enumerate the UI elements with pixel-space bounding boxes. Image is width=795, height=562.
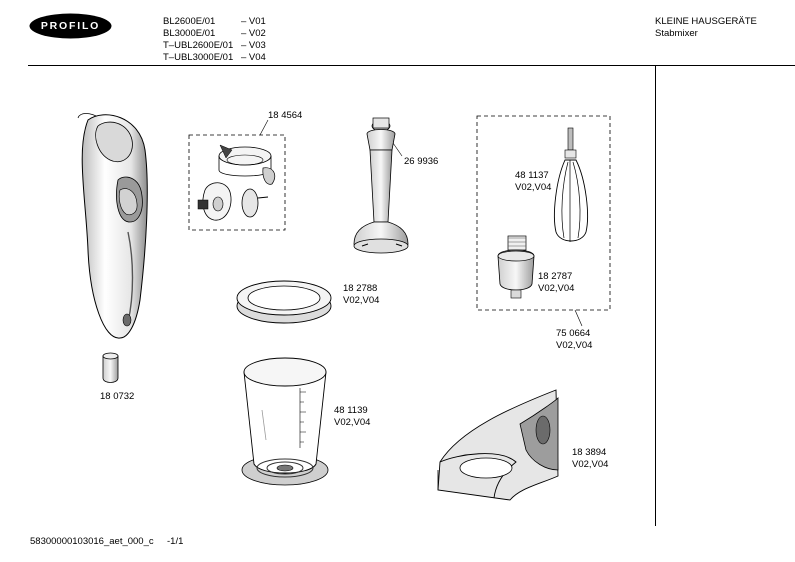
group-box-750664 (476, 115, 611, 311)
label-180732: 18 0732 (100, 391, 135, 402)
label-750664-variants: V02,V04 (556, 340, 593, 351)
label-182787-variants: V02,V04 (538, 283, 575, 294)
part-182788-lid (236, 280, 332, 324)
motor-handle (77, 113, 148, 339)
model-3: T–UBL2600E/01 (163, 40, 234, 51)
part-481137-whisk (554, 127, 588, 242)
label-481139-variants: V02,V04 (334, 417, 371, 428)
label-481139: 48 1139 (334, 405, 368, 416)
label-183894-variants: V02,V04 (572, 459, 609, 470)
part-182787-gearbox (497, 235, 535, 299)
profilo-logo (29, 13, 112, 39)
part-184564-coupling (197, 144, 276, 221)
label-182787: 18 2787 (538, 271, 573, 282)
category-title: KLEINE HAUSGERÄTE (655, 16, 757, 27)
right-column-divider (655, 66, 656, 526)
part-269936-blender-foot (353, 117, 409, 254)
label-183894: 18 3894 (572, 447, 607, 458)
model-4: T–UBL3000E/01 (163, 52, 234, 63)
label-750664: 75 0664 (556, 328, 591, 339)
document-id: 58300000103016_aet_000_c (30, 536, 154, 547)
group-box-184564 (188, 134, 286, 231)
part-183894-wall-holder (437, 389, 559, 501)
label-269936: 26 9936 (404, 156, 439, 167)
part-481139-beaker (241, 357, 329, 486)
brand-name: PROFILO (40, 20, 101, 32)
variant-1: – V01 (241, 16, 266, 27)
variant-2: – V02 (241, 28, 266, 39)
label-182788: 18 2788 (343, 283, 378, 294)
label-184564: 18 4564 (268, 110, 303, 121)
product-title: Stabmixer (655, 28, 698, 39)
variant-4: – V04 (241, 52, 266, 63)
label-481137: 48 1137 (515, 170, 549, 181)
label-481137-variants: V02,V04 (515, 182, 552, 193)
page-indicator: -1/1 (167, 536, 184, 547)
model-2: BL3000E/01 (163, 28, 216, 39)
label-182788-variants: V02,V04 (343, 295, 380, 306)
part-180732-cap (102, 352, 119, 383)
variant-3: – V03 (241, 40, 266, 51)
model-1: BL2600E/01 (163, 16, 216, 27)
header-divider (28, 65, 795, 66)
